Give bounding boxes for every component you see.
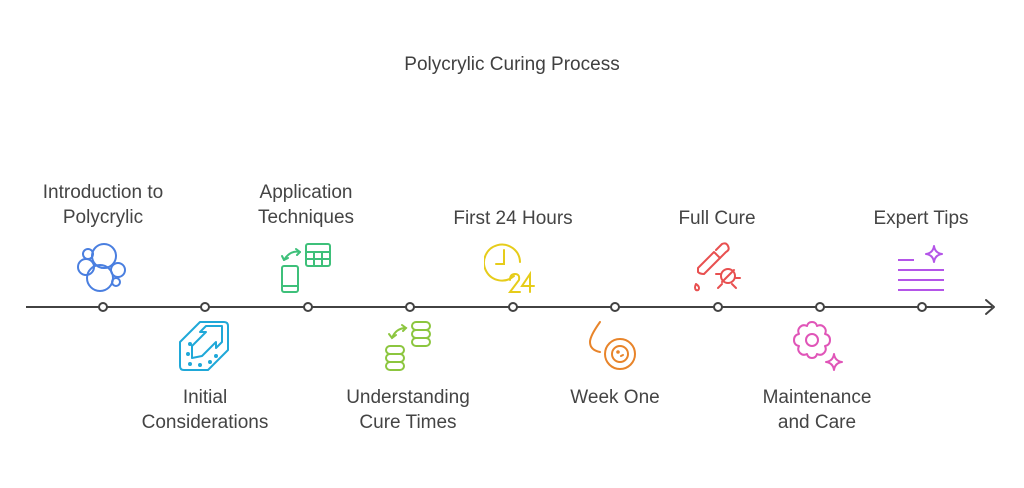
device-transfer-icon — [281, 243, 331, 293]
timeline-node-3 — [303, 302, 313, 312]
timeline-node-8 — [815, 302, 825, 312]
step-label-full-cure: Full Cure — [632, 206, 802, 231]
label-line: Techniques — [257, 207, 355, 228]
label-line: Initial — [182, 387, 228, 408]
step-label-initial-considerations: Initial Considerations — [120, 385, 290, 435]
timeline-node-7 — [713, 302, 723, 312]
timeline-node-1 — [98, 302, 108, 312]
label-line: Full Cure — [678, 208, 756, 229]
step-label-week-one: Week One — [530, 385, 700, 410]
label-line: Expert Tips — [873, 208, 969, 229]
timeline-node-2 — [200, 302, 210, 312]
step-label-expert-tips: Expert Tips — [836, 206, 1006, 231]
label-line: Cure Times — [359, 412, 457, 433]
label-line: First 24 Hours — [453, 208, 573, 229]
drop-virus-icon — [588, 321, 636, 370]
timeline-node-9 — [917, 302, 927, 312]
label-line: and Care — [777, 412, 857, 433]
label-line: Understanding — [346, 387, 470, 408]
label-line: Application — [259, 182, 353, 203]
label-line: Introduction to — [42, 182, 164, 203]
label-line: Polycrylic — [62, 207, 144, 228]
pipette-bug-icon — [694, 242, 741, 292]
text-sparkle-icon — [898, 245, 944, 291]
label-line: Maintenance — [762, 387, 872, 408]
step-label-introduction: Introduction to Polycrylic — [18, 180, 188, 230]
step-label-application-techniques: Application Techniques — [221, 180, 391, 230]
database-transfer-icon — [385, 321, 431, 371]
step-label-maintenance-and-care: Maintenance and Care — [732, 385, 902, 435]
step-label-first-24-hours: First 24 Hours — [428, 206, 598, 231]
step-label-understanding-cure-times: Understanding Cure Times — [323, 385, 493, 435]
label-line: Week One — [570, 387, 660, 408]
bubbles-icon — [77, 243, 126, 292]
timeline-node-6 — [610, 302, 620, 312]
gear-sparkle-icon — [793, 321, 843, 371]
timeline-arrowhead-icon — [985, 299, 995, 315]
timeline-node-4 — [405, 302, 415, 312]
clock-24-icon — [484, 243, 535, 293]
diagram-title: Polycrylic Curing Process — [404, 54, 620, 75]
sticker-arrow-icon — [179, 321, 229, 371]
label-line: Considerations — [141, 412, 269, 433]
timeline-node-5 — [508, 302, 518, 312]
